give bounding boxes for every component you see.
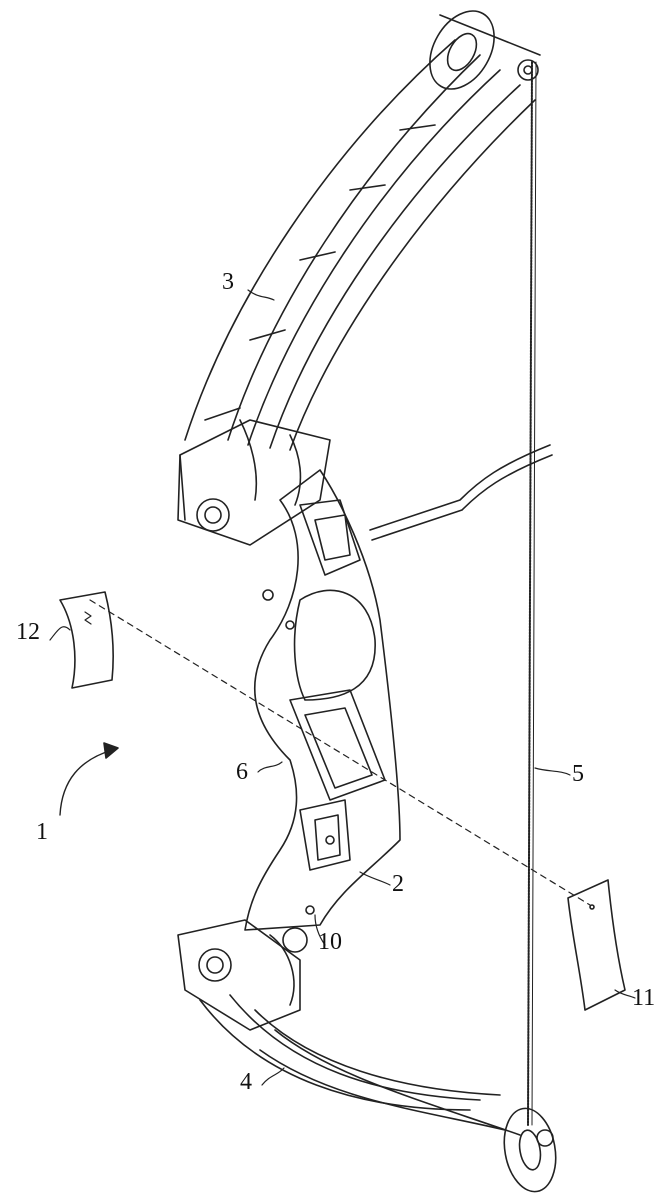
insert-right (567, 879, 626, 1011)
label-riser: 2 (392, 871, 404, 897)
arrow-rest (369, 444, 553, 541)
lower-limb (199, 994, 521, 1136)
upper-cam (429, 10, 541, 90)
label-insert-right: 11 (632, 985, 656, 1011)
upper-limb (184, 39, 536, 451)
upper-limb-pocket (177, 419, 331, 546)
label-lower-limb: 4 (240, 1069, 252, 1095)
label-grip: 6 (236, 759, 248, 785)
riser (244, 469, 401, 931)
label-insert-left: 12 (16, 619, 40, 645)
label-string: 5 (572, 761, 584, 787)
insert-left (59, 591, 114, 689)
assembly-axis (89, 599, 591, 906)
leader-lines (49, 289, 636, 1086)
lower-cam (503, 1107, 557, 1193)
lower-limb-pocket (177, 919, 308, 1031)
bowstring (527, 61, 537, 1126)
label-upper-limb: 3 (222, 269, 234, 295)
label-bow: 1 (36, 819, 48, 845)
reference-arrow (59, 742, 119, 816)
label-mount: 10 (318, 929, 342, 955)
